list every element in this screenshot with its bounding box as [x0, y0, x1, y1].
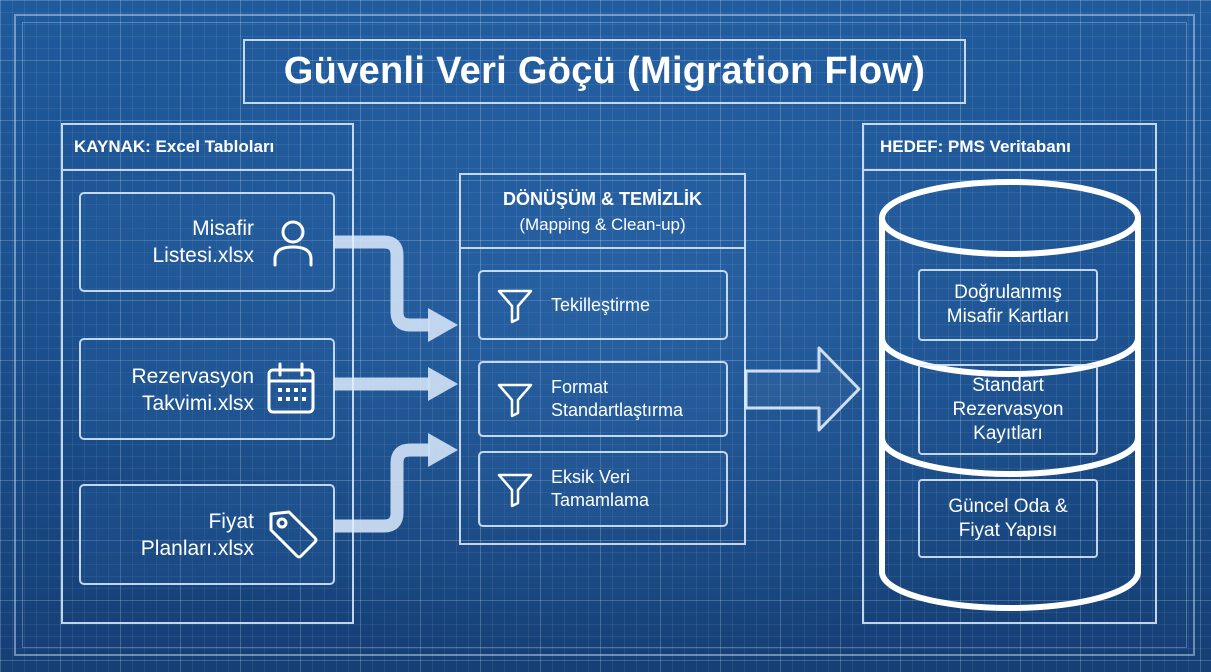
file-name: Rezervasyon Takvimi.xlsx [131, 363, 254, 417]
step-label: Tekilleştirme [551, 294, 650, 317]
filter-icon [497, 383, 533, 418]
file-card-reservation-calendar[interactable]: Rezervasyon Takvimi.xlsx [79, 338, 335, 440]
file-name-line2: Listesi.xlsx [152, 244, 254, 267]
source-heading: KAYNAK: Excel Tabloları [63, 125, 352, 171]
step-label-line1: Tekilleştirme [551, 295, 651, 315]
transform-subtitle: (Mapping & Clean-up) [519, 215, 686, 234]
file-name-line2: Planları.xlsx [140, 537, 254, 560]
record-line1: Doğrulanmış [954, 282, 1062, 303]
file-name-line1: Rezervasyon [131, 365, 254, 388]
arrowhead-3 [428, 433, 458, 467]
arrowhead-1 [428, 308, 458, 342]
record-line2: Rezervasyon [952, 398, 1064, 420]
outer-frame [14, 14, 1195, 656]
title-box: Güvenli Veri Göçü (Migration Flow) [243, 39, 966, 104]
step-label: Format Standartlaştırma [551, 376, 683, 422]
record-line2: Misafir Kartları [946, 306, 1070, 327]
record-line1: Standart [972, 374, 1044, 396]
arrow-guest-list-to-transform [334, 235, 430, 332]
big-arrow-to-database [744, 346, 861, 432]
transform-panel: DÖNÜŞÜM & TEMİZLİK (Mapping & Clean-up) … [459, 173, 746, 545]
step-deduplication[interactable]: Tekilleştirme [478, 270, 728, 340]
file-name-line1: Misafir [192, 217, 254, 240]
step-label-line2: Tamamlama [551, 490, 650, 510]
target-panel: HEDEF: PMS Veritabanı [862, 123, 1157, 624]
filter-icon [497, 473, 533, 508]
database-ring-1 [879, 337, 1141, 377]
user-icon [273, 220, 313, 267]
source-panel: KAYNAK: Excel Tabloları [61, 123, 354, 624]
record-verified-guest-cards[interactable]: Doğrulanmış Misafir Kartları [918, 269, 1098, 341]
file-card-guest-list[interactable]: Misafir Listesi.xlsx [79, 192, 335, 292]
file-name: Misafir Listesi.xlsx [152, 215, 254, 269]
transform-header: DÖNÜŞÜM & TEMİZLİK (Mapping & Clean-up) [461, 175, 744, 249]
step-label-line2: Standartlaştırma [551, 400, 684, 420]
target-heading: HEDEF: PMS Veritabanı [864, 125, 1155, 171]
file-name-line1: Fiyat [208, 510, 254, 533]
step-label: Eksik Veri Tamamlama [551, 466, 649, 512]
file-name: Fiyat Planları.xlsx [141, 508, 254, 562]
step-label-line1: Eksik Veri [551, 467, 631, 487]
record-standard-reservation-records[interactable]: Standart Rezervasyon Kayıtları [918, 364, 1098, 455]
step-missing-data-completion[interactable]: Eksik Veri Tamamlama [478, 451, 728, 527]
transform-title: DÖNÜŞÜM & TEMİZLİK [503, 189, 702, 209]
price-tag-icon [269, 510, 318, 559]
calendar-icon [267, 362, 315, 414]
database-top [879, 179, 1141, 257]
step-format-standardization[interactable]: Format Standartlaştırma [478, 361, 728, 437]
file-name-line2: Takvimi.xlsx [141, 392, 254, 415]
inner-frame [22, 22, 1187, 648]
filter-icon [497, 289, 533, 324]
step-label-line1: Format [551, 377, 609, 397]
database-body [879, 218, 1141, 611]
arrowhead-2 [428, 367, 458, 401]
record-line3: Kayıtları [973, 422, 1043, 444]
file-card-price-plans[interactable]: Fiyat Planları.xlsx [79, 484, 335, 585]
database-ring-2 [879, 437, 1141, 477]
record-line2: Fiyat Yapısı [958, 519, 1058, 541]
diagram-title: Güvenli Veri Göçü (Migration Flow) [283, 50, 926, 92]
record-line1: Güncel Oda & [948, 495, 1068, 517]
record-current-room-price-structure[interactable]: Güncel Oda & Fiyat Yapısı [918, 479, 1098, 558]
arrow-price-plans-to-transform [334, 443, 430, 533]
